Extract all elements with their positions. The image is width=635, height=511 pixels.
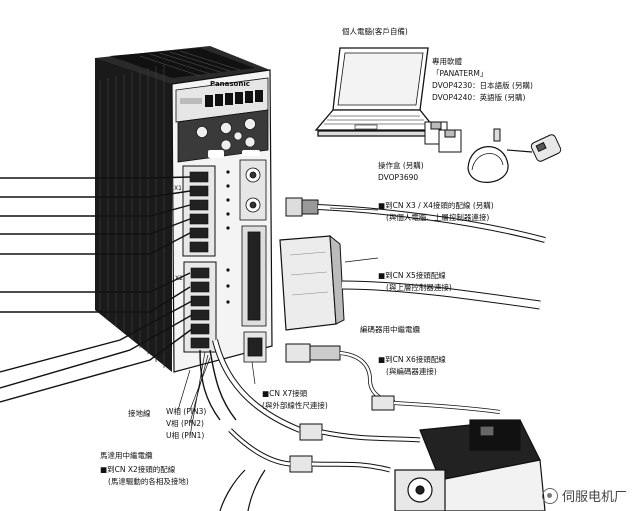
signal-connector-column	[239, 159, 267, 363]
console-illustration	[467, 128, 562, 183]
label-software-name: 「PANATERM」	[432, 69, 488, 78]
label-cn-x2-line1: ■到CN X2接頭的配線	[100, 465, 176, 474]
laptop-illustration	[314, 47, 438, 137]
watermark-text: 伺服电机厂	[561, 490, 627, 505]
floppy-disk-illustration	[424, 121, 462, 153]
servo-drive	[95, 46, 273, 373]
label-cn-x6-line1: ■到CN X6接頭配線	[378, 355, 446, 364]
callout-lines	[177, 207, 379, 437]
label-ground: 接地線	[128, 409, 151, 418]
port-x2-label: X2	[175, 275, 183, 282]
watermark: 伺服电机厂	[541, 486, 627, 505]
brand-label: Panasonic	[210, 80, 250, 88]
label-pc: 個人電腦(客戶自備)	[342, 27, 408, 36]
label-software-title: 專用軟體	[432, 57, 462, 66]
label-console-title: 操作盒 (另購)	[378, 161, 424, 170]
label-cn-x5-line1: ■到CN X5接頭配線	[378, 271, 446, 280]
cable-motor-relay	[199, 339, 421, 511]
label-cn-x5-line2: (與上層控制器連接)	[386, 283, 452, 292]
servo-motor	[394, 419, 546, 511]
connector-x5	[279, 234, 541, 331]
label-console-model: DVOP3690	[378, 173, 419, 182]
label-cn-x7-line1: ■CN X7接頭	[262, 389, 308, 398]
cable-x6-encoder	[285, 343, 501, 414]
label-cn-x7-line2: (與外部線性尺連接)	[262, 401, 328, 410]
label-encoder-relay: 編碼器用中繼電纜	[360, 325, 420, 334]
watermark-logo-icon	[541, 487, 558, 504]
label-cn-x3x4-line2: (與個人電腦、上層控制器連接)	[386, 213, 490, 222]
terminal-block-x1	[182, 165, 216, 257]
left-wire-leads	[0, 176, 193, 403]
label-phase-w: W相 (PIN3)	[166, 407, 207, 416]
label-software-en: DVOP4240：英語版 (另購)	[432, 93, 526, 102]
terminal-block-x2	[183, 261, 217, 353]
label-phase-v: V相 (PIN2)	[166, 419, 204, 428]
label-cn-x3x4-line1: ■到CN X3 / X4接頭的配線 (另購)	[378, 201, 494, 210]
label-cn-x6-line2: (與編碼器連接)	[386, 367, 437, 376]
label-phase-u: U相 (PIN1)	[166, 431, 205, 440]
label-software-jp: DVOP4230：日本語版 (另購)	[432, 81, 533, 90]
port-x1-label: X1	[174, 185, 182, 192]
label-cn-x2-line2: (馬達驅動的各相及接地)	[108, 477, 189, 486]
label-motor-relay: 馬達用中繼電纜	[100, 451, 153, 460]
